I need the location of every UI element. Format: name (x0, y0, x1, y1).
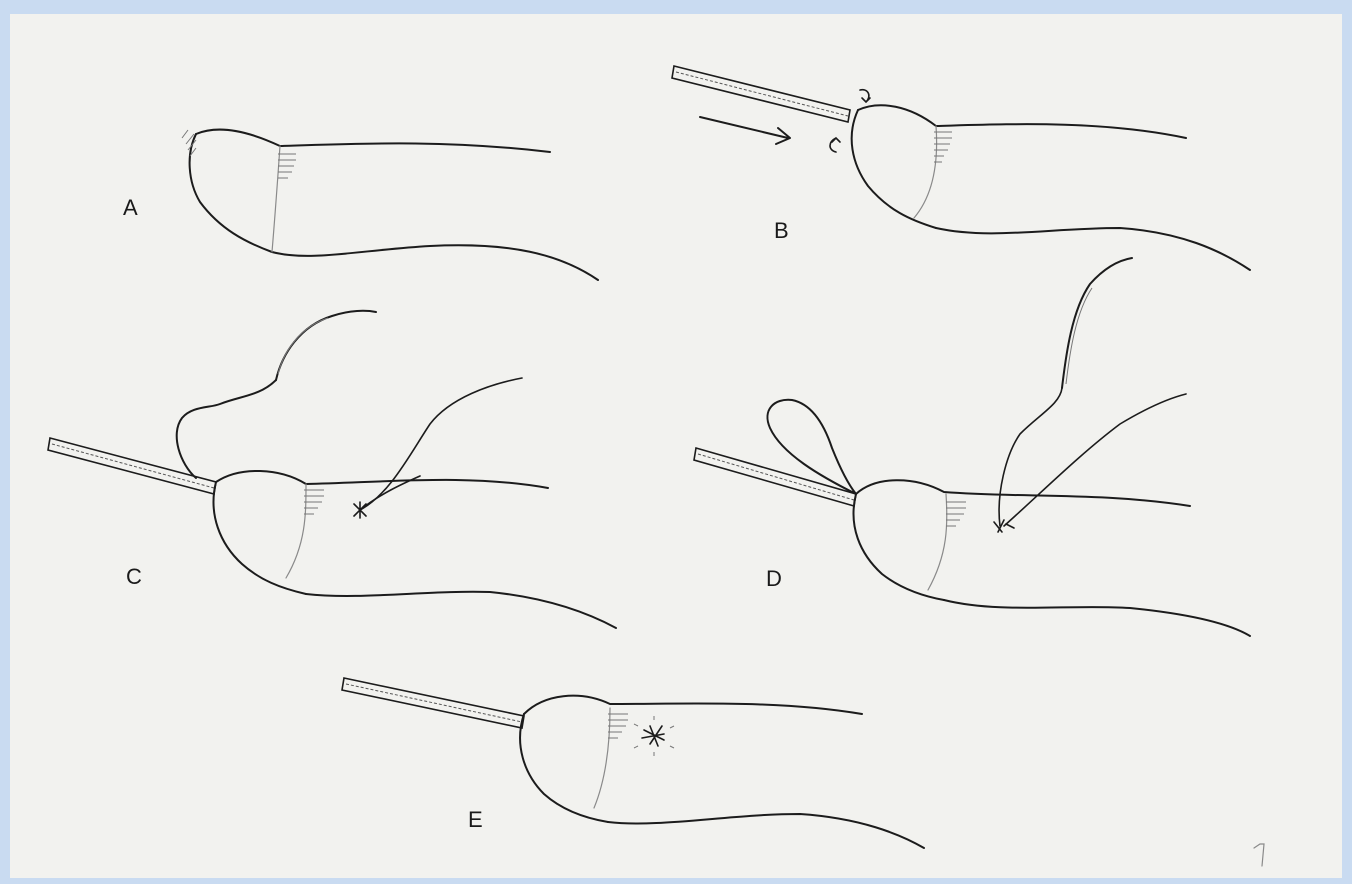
panel-e-nail-fold (594, 708, 610, 808)
panel-b-rotate-arrow-bottom (830, 138, 840, 152)
panel-d-label: D (766, 566, 782, 591)
panel-a-hatch-tip (182, 130, 196, 156)
panel-a-finger-upper-contour (196, 130, 550, 152)
panel-b-finger-lower-contour (936, 228, 1250, 270)
panel-e-finger-upper-contour (524, 696, 862, 714)
panel-d-nail-fold (928, 494, 947, 590)
panel-b-rotate-arrow-top (860, 90, 870, 102)
panel-c-finger-upper-contour (216, 471, 548, 488)
panel-a: A (123, 130, 598, 280)
panel-d-finger-upper-contour (856, 480, 1190, 506)
panel-e-label: E (468, 807, 483, 832)
panel-a-hatch-fold (278, 154, 296, 178)
panel-c-finger-lower-contour (306, 592, 616, 628)
panel-c-skin-flap (177, 380, 276, 478)
panel-c-needle-shading (278, 318, 328, 374)
panel-a-label: A (123, 195, 138, 220)
panel-c: C (48, 311, 616, 628)
panel-c-hatch-fold (304, 490, 324, 514)
figure-paper: A B (10, 14, 1342, 878)
panel-b: B (672, 66, 1250, 270)
panel-e-suture-knot (642, 726, 664, 746)
panel-b-nail-fold (914, 126, 937, 218)
panel-c-label: C (126, 564, 142, 589)
panel-d-finger-tip (854, 494, 944, 600)
panel-a-nail-fold (272, 146, 280, 252)
panel-d-suture-needle (1062, 258, 1132, 388)
panel-b-direction-arrow (700, 117, 790, 144)
panel-b-finger-upper-contour (858, 105, 1186, 138)
panel-d-suture-thread-right (1004, 394, 1186, 526)
panel-e: E (342, 678, 924, 848)
panel-d-hatch-fold (946, 502, 966, 526)
panel-a-finger-lower-contour (272, 245, 598, 280)
panel-e-cannula (342, 678, 524, 728)
panel-c-finger-tip (214, 482, 306, 594)
panel-b-finger-tip (852, 110, 936, 228)
panel-d: D (694, 258, 1250, 636)
panel-a-finger-tip (190, 134, 272, 252)
panel-c-suture-knot (354, 502, 366, 518)
panel-d-finger-lower-contour (944, 600, 1250, 636)
panel-d-suture-thread-left (999, 388, 1062, 526)
technique-diagram: A B (10, 14, 1342, 878)
panel-e-finger-lower-contour (608, 814, 924, 848)
panel-b-label: B (774, 218, 789, 243)
panel-c-nail-fold (286, 484, 306, 578)
panel-c-suture-thread (360, 378, 522, 510)
corner-mark (1254, 844, 1264, 866)
panel-e-hatch-fold (608, 714, 628, 738)
